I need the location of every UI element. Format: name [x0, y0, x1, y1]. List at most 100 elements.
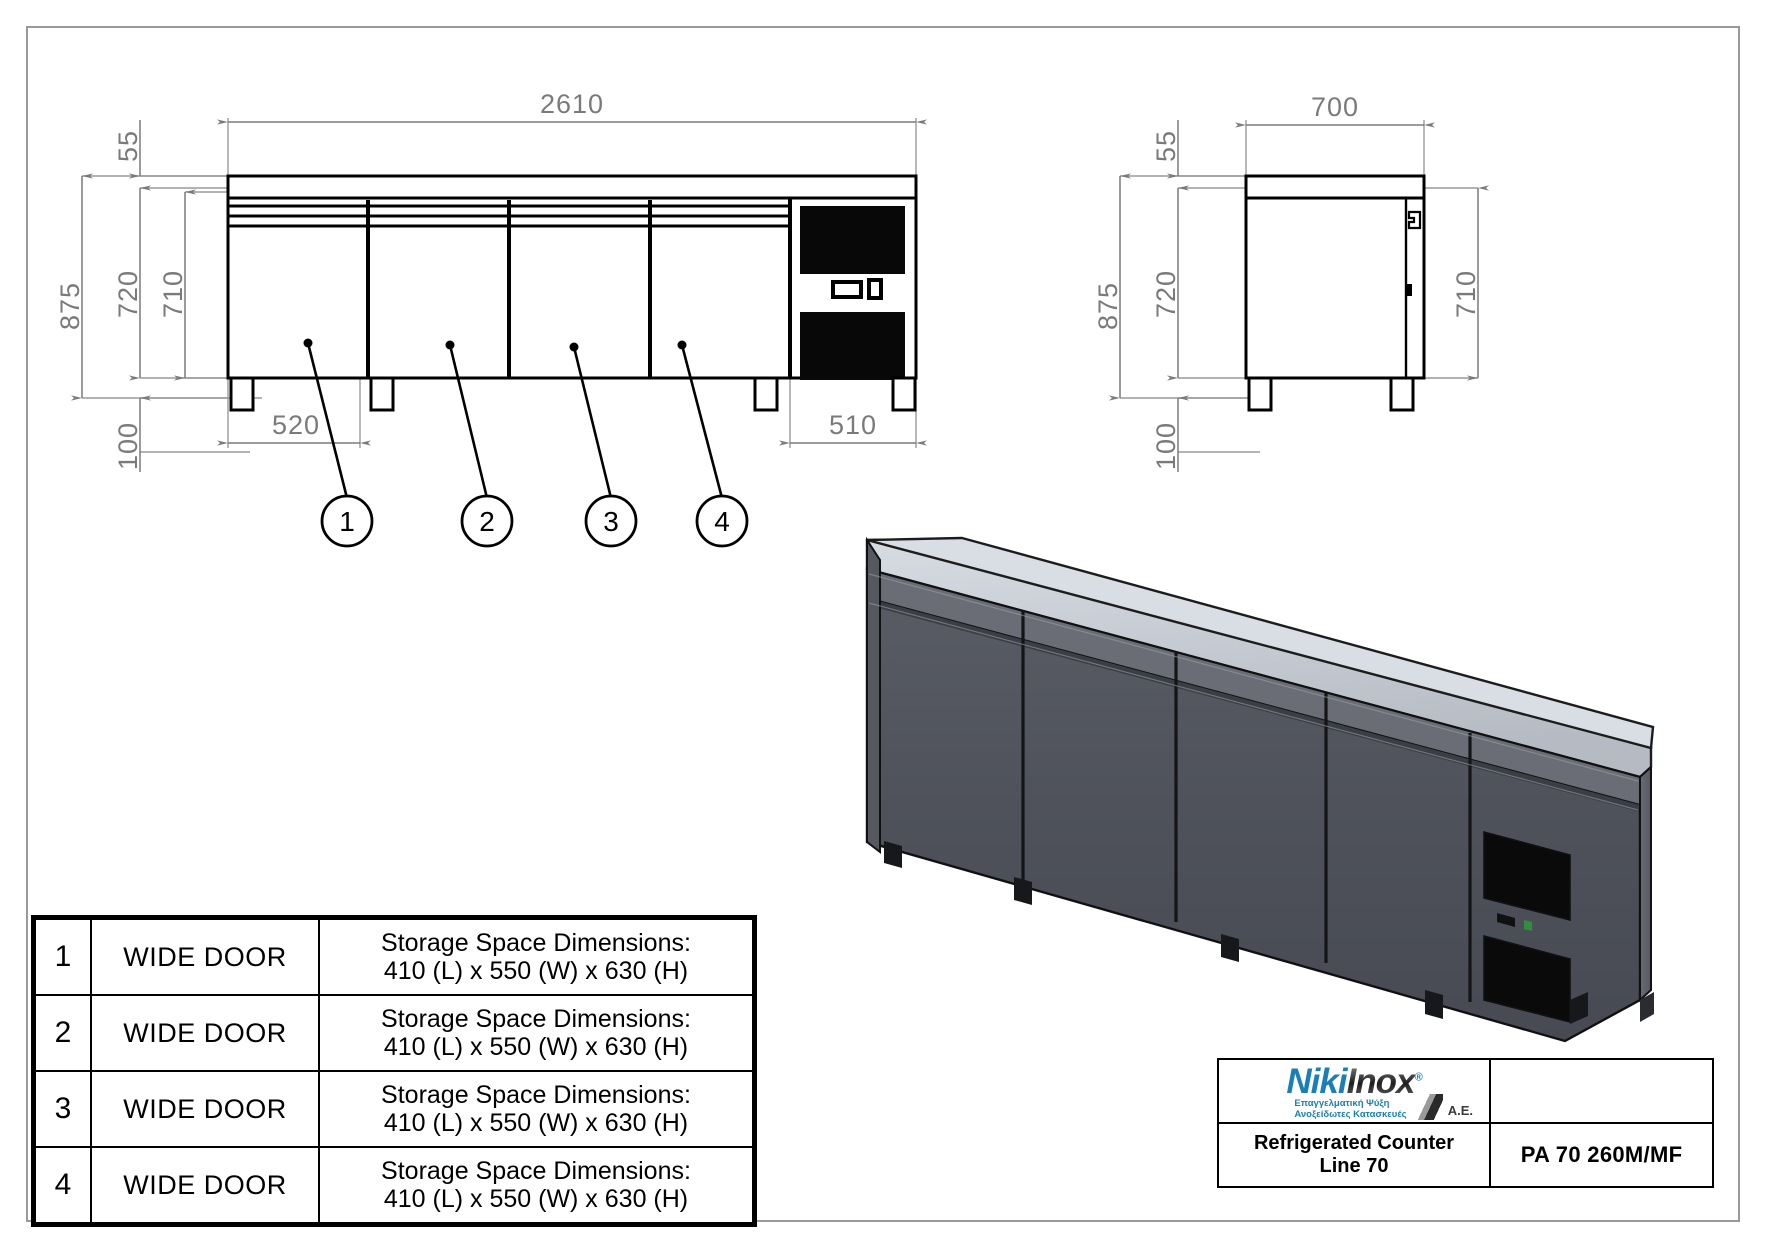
legend-dims-line1: Storage Space Dimensions: — [381, 929, 691, 957]
dim-label-875-front: 875 — [55, 282, 85, 330]
table-row: 3 WIDE DOOR Storage Space Dimensions: 41… — [34, 1070, 754, 1148]
front-door-dividers — [366, 198, 792, 378]
dim-label-55-front: 55 — [113, 130, 143, 162]
balloon-2 — [460, 494, 514, 548]
dim-front-710: 710 — [158, 189, 196, 381]
vent-grille-upper — [800, 206, 905, 274]
logo-brand-secondary: Inox — [1346, 1061, 1416, 1101]
table-row: 1 WIDE DOOR Storage Space Dimensions: 41… — [34, 918, 754, 996]
logo-registered-mark: ® — [1414, 1070, 1423, 1083]
legend-row-dimensions: Storage Space Dimensions: 410 (L) x 550 … — [318, 1070, 754, 1148]
dim-side-700: 700 — [1235, 92, 1435, 128]
balloon-2-label: 2 — [479, 506, 495, 537]
balloon-3-label: 3 — [603, 506, 619, 537]
table-row: 2 WIDE DOOR Storage Space Dimensions: 41… — [34, 994, 754, 1072]
iso-door-divisions — [1021, 611, 1472, 1002]
iso-highlights — [868, 573, 1639, 811]
dim-label-520: 520 — [272, 410, 320, 440]
isometric-3d-view — [865, 536, 1655, 1043]
table-row: 4 WIDE DOOR Storage Space Dimensions: 41… — [34, 1146, 754, 1224]
legend-dims-line2: 410 (L) x 550 (W) x 630 (H) — [383, 1109, 689, 1137]
legend-row-type: WIDE DOOR — [90, 994, 320, 1072]
balloon-4-label: 4 — [714, 506, 730, 537]
balloon-3 — [584, 494, 638, 548]
logo-subtitle-line2: Ανοξείδωτες Κατασκευές — [1294, 1108, 1407, 1120]
balloon-1-label: 1 — [339, 506, 355, 537]
side-extension-lines — [1120, 120, 1478, 453]
dim-label-2610: 2610 — [540, 89, 604, 119]
title-block-logo-cell: NikiInox® Επαγγελματική Ψύξη Ανοξείδωτες… — [1219, 1060, 1491, 1122]
dim-label-720-front: 720 — [113, 270, 143, 318]
vent-grille-lower — [800, 312, 905, 380]
iso-leg-4 — [1425, 990, 1443, 1019]
legend-dims-line1: Storage Space Dimensions: — [381, 1005, 691, 1033]
dim-label-100-side: 100 — [1151, 422, 1181, 470]
controller-display — [831, 280, 863, 299]
dim-front-720: 720 — [113, 185, 151, 381]
dim-front-100: 100 — [113, 395, 151, 472]
title-block-model-cell: PA 70 260M/MF — [1491, 1124, 1712, 1186]
legend-row-number: 2 — [34, 994, 92, 1072]
legend-row-dimensions: Storage Space Dimensions: 410 (L) x 550 … — [318, 918, 754, 996]
legend-row-number: 4 — [34, 1146, 92, 1224]
nikiinox-logo: NikiInox® Επαγγελματική Ψύξη Ανοξείδωτες… — [1286, 1061, 1423, 1121]
iso-leg-3 — [1221, 934, 1239, 962]
dim-front-2610: 2610 — [217, 89, 927, 125]
model-number: PA 70 260M/MF — [1520, 1142, 1683, 1167]
legend-dims-line2: 410 (L) x 550 (W) x 630 (H) — [383, 1185, 689, 1213]
dim-front-55: 55 — [113, 120, 143, 179]
sheet-border — [26, 26, 1740, 1222]
product-name-line1: Refrigerated Counter — [1253, 1132, 1455, 1154]
legend-row-type: WIDE DOOR — [90, 918, 320, 996]
dim-label-875-side: 875 — [1093, 282, 1123, 330]
iso-controller-led — [1524, 920, 1532, 931]
front-legs — [229, 376, 917, 412]
side-elevation: 55 875 720 100 710 — [1093, 92, 1489, 472]
dim-side-710: 710 — [1451, 185, 1489, 381]
iso-controller-display — [1497, 913, 1515, 927]
legend-row-type: WIDE DOOR — [90, 1146, 320, 1224]
dim-label-710-front: 710 — [158, 270, 188, 318]
title-block-empty-cell — [1491, 1060, 1712, 1122]
logo-brand-primary: Niki — [1286, 1061, 1347, 1101]
dim-label-510: 510 — [829, 410, 877, 440]
front-balloon-callouts: 1 2 3 4 — [303, 338, 749, 548]
dim-label-720-side: 720 — [1151, 270, 1181, 318]
dim-front-875: 875 — [55, 173, 93, 401]
front-elevation: 55 875 720 710 100 — [55, 89, 927, 548]
side-worktop — [1244, 174, 1426, 200]
front-compressor-panel — [800, 206, 905, 380]
iso-vent-upper — [1483, 830, 1571, 922]
dim-side-875: 875 — [1093, 173, 1131, 401]
legend-row-type: WIDE DOOR — [90, 1070, 320, 1148]
dim-front-520: 520 — [217, 410, 371, 446]
controller-button — [867, 278, 883, 300]
side-cabinet-body — [1244, 174, 1426, 380]
legend-row-dimensions: Storage Space Dimensions: 410 (L) x 550 … — [318, 994, 754, 1072]
dim-front-510: 510 — [779, 410, 927, 446]
legend-dims-line2: 410 (L) x 550 (W) x 630 (H) — [383, 957, 689, 985]
iso-leg-2 — [1014, 877, 1032, 905]
iso-leg-6 — [1640, 992, 1654, 1022]
iso-legs — [884, 841, 1654, 1024]
side-body — [1244, 196, 1426, 380]
side-legs — [1247, 376, 1415, 412]
iso-leg-1 — [884, 841, 902, 868]
iso-leg-5 — [1570, 992, 1588, 1024]
legend-dims-line1: Storage Space Dimensions: — [381, 1157, 691, 1185]
legend-row-number: 3 — [34, 1070, 92, 1148]
legend-row-number: 1 — [34, 918, 92, 996]
dim-label-100-front: 100 — [113, 422, 143, 470]
legend-row-dimensions: Storage Space Dimensions: 410 (L) x 550 … — [318, 1146, 754, 1224]
product-name-line2: Line 70 — [1319, 1155, 1389, 1177]
logo-company-suffix: A.E. — [1447, 1103, 1473, 1118]
side-lock-marker — [1406, 284, 1412, 296]
iso-right-endcap — [1639, 764, 1652, 1003]
dim-label-700: 700 — [1311, 92, 1359, 122]
iso-left-endcap — [866, 536, 881, 855]
legend-dims-line1: Storage Space Dimensions: — [381, 1081, 691, 1109]
balloon-1 — [320, 494, 374, 548]
logo-subtitle-line1: Επαγγελματική Ψύξη — [1294, 1097, 1390, 1109]
